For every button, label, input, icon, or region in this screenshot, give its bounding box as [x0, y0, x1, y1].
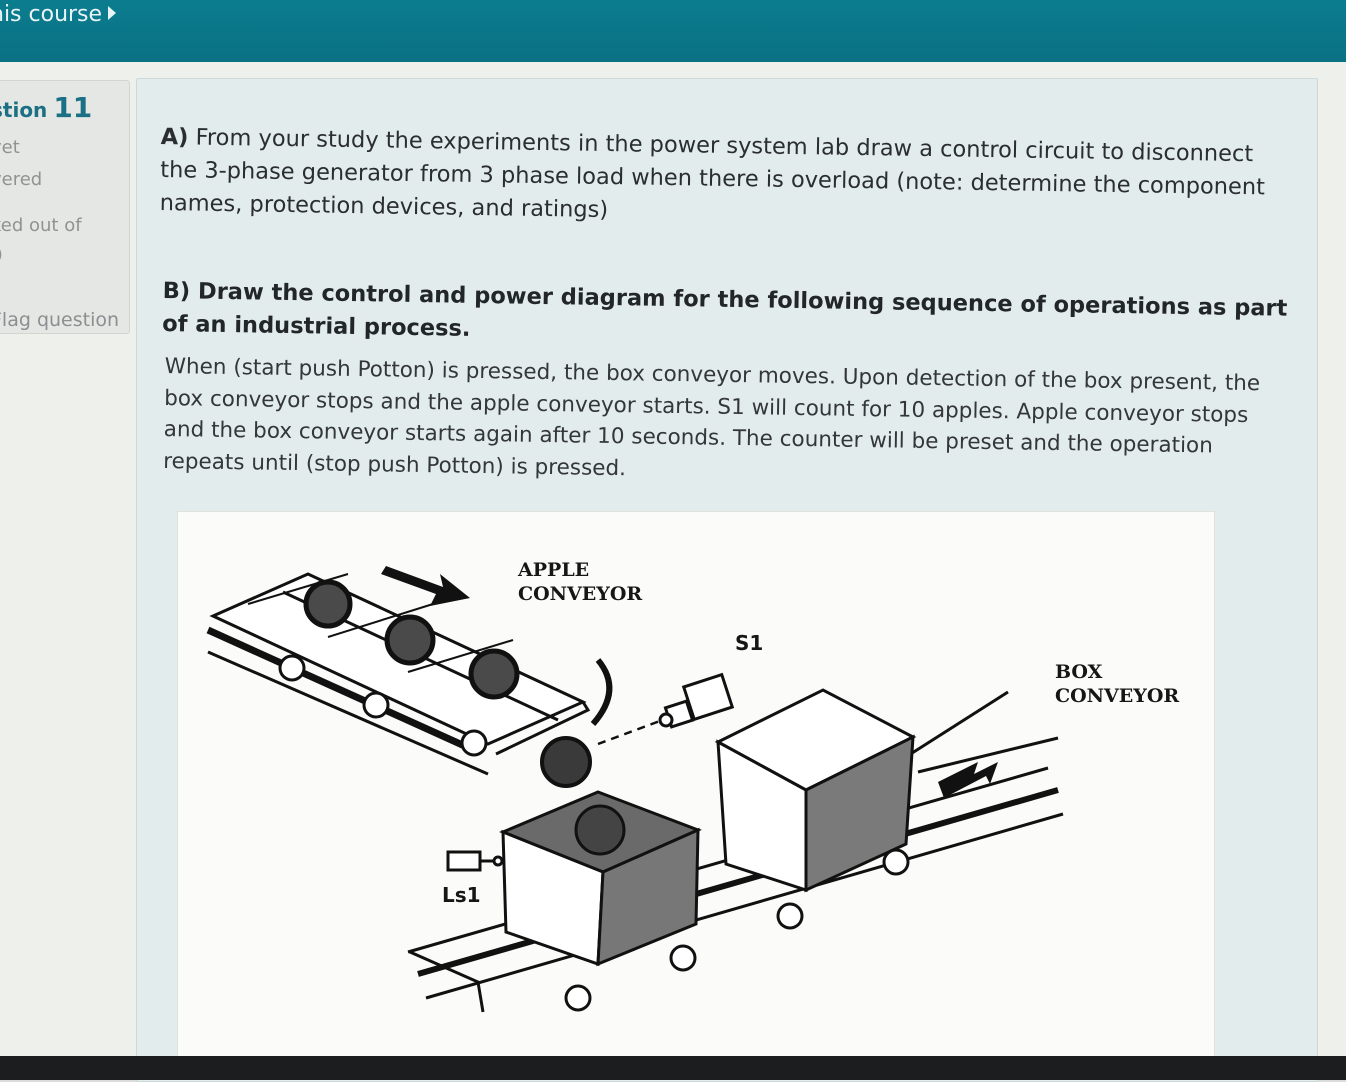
- question-word: stion: [0, 98, 48, 122]
- part-a-paragraph: A) From your study the experiments in th…: [159, 121, 1290, 238]
- sensor-s1-label: S1: [735, 631, 763, 655]
- apple-conveyor-label-line1: APPLE: [517, 559, 589, 581]
- question-status-line2: vered: [0, 169, 43, 190]
- limit-switch-ls1: [446, 850, 504, 872]
- box-conveyor-direction-arrow: [938, 762, 998, 798]
- conveyor-diagram: APPLE CONVEYOR S1 BOX CONVEYOR Ls1: [206, 559, 1179, 1013]
- breadcrumb-course-link[interactable]: his course: [0, 2, 117, 27]
- box-filled: [499, 790, 702, 967]
- limit-switch-label: Ls1: [442, 883, 481, 907]
- caret-right-icon: [108, 6, 117, 20]
- page-body: stion11 yet vered ked out of 0 Flag ques…: [0, 62, 1346, 1082]
- question-info-panel: stion11 yet vered ked out of 0 Flag ques…: [0, 80, 130, 334]
- apple-guide: [590, 658, 613, 726]
- apple-conveyor-rollers: [278, 654, 488, 757]
- part-a-label: A): [160, 123, 189, 151]
- question-number: 11: [53, 91, 93, 124]
- box-conveyor-label-line2: CONVEYOR: [1055, 685, 1179, 707]
- apples-on-conveyor: [303, 579, 520, 700]
- part-b-heading: B) Draw the control and power diagram fo…: [162, 277, 1288, 342]
- flag-question-link[interactable]: Flag question: [0, 309, 120, 331]
- apple-conveyor-label-line2: CONVEYOR: [518, 583, 642, 605]
- top-nav-bar: his course: [0, 0, 1346, 62]
- part-b-description: When (start push Potton) is pressed, the…: [163, 353, 1261, 481]
- process-diagram-figure: APPLE CONVEYOR S1 BOX CONVEYOR Ls1: [177, 511, 1215, 1073]
- marked-out-of-value: 0: [0, 245, 2, 266]
- part-a-text: From your study the experiments in the p…: [159, 124, 1266, 224]
- marked-out-of-label: ked out of: [0, 215, 82, 236]
- apple-conveyor-direction-arrow: [381, 566, 470, 606]
- sensor-beam: [597, 716, 669, 746]
- screen-bezel: [0, 1056, 1346, 1080]
- falling-apple: [540, 736, 592, 788]
- question-text-panel: A) From your study the experiments in th…: [136, 78, 1318, 1082]
- question-heading: stion11: [0, 91, 92, 124]
- breadcrumb-label[interactable]: his course: [0, 2, 103, 27]
- question-status-line1: yet: [0, 137, 20, 158]
- box-conveyor-label-line1: BOX: [1055, 661, 1103, 683]
- sensor-s1-device: [658, 672, 735, 729]
- box-empty: [714, 688, 917, 893]
